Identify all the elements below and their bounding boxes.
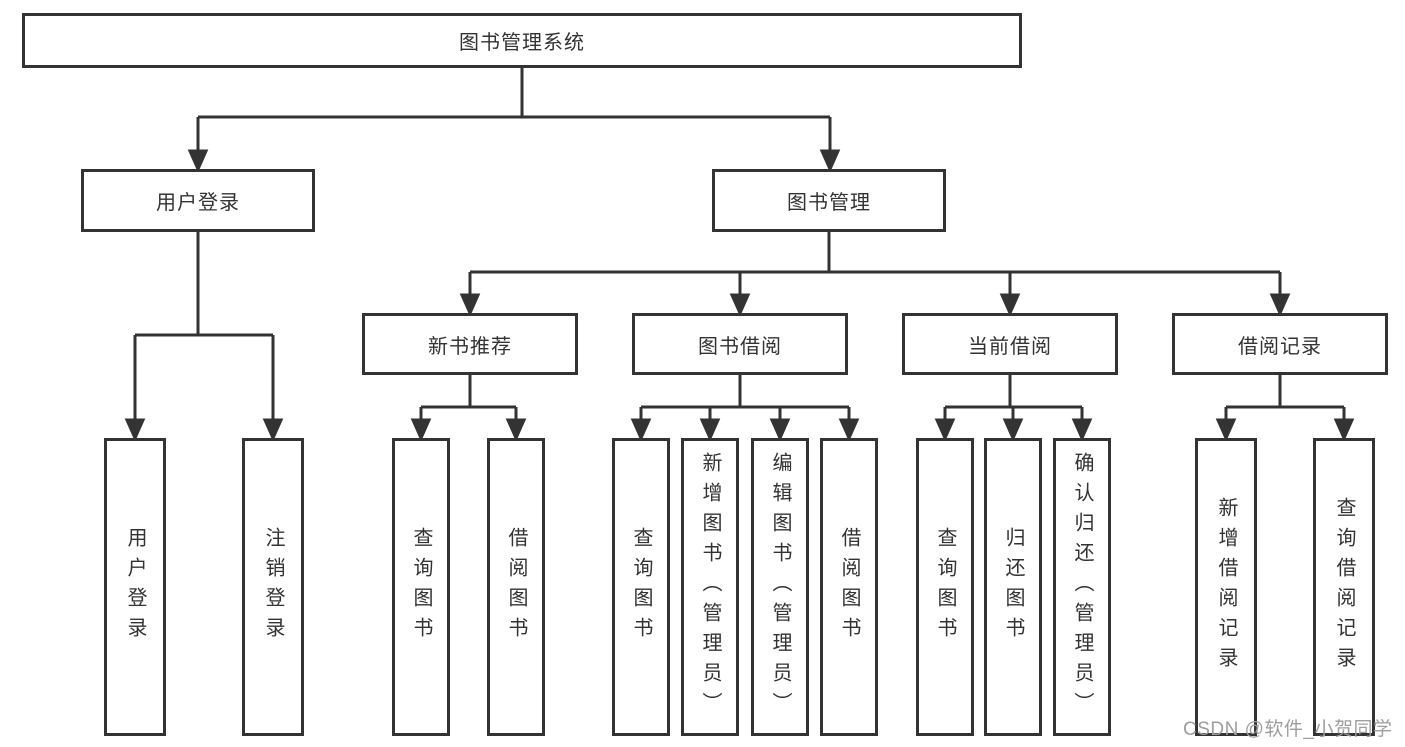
leaf-query-books-current: 查询图书 (916, 438, 974, 736)
node-borrow-records: 借阅记录 (1172, 313, 1388, 375)
node-label: 当前借阅 (968, 335, 1052, 358)
node-label: 用户登录 (124, 527, 146, 647)
node-label: 图书借阅 (698, 335, 782, 358)
edge-root-to-level2 (187, 68, 841, 173)
node-label: 注销登录 (262, 527, 284, 647)
leaf-return-book: 归还图书 (984, 438, 1042, 736)
node-user-login: 用户登录 (81, 169, 315, 232)
node-label: 借阅图书 (838, 527, 860, 647)
edge-new-book-to-leaves (410, 375, 527, 442)
node-label: 新增借阅记录 (1215, 497, 1237, 677)
node-label: 编辑图书（管理员） (769, 452, 791, 722)
node-label: 新书推荐 (428, 335, 512, 358)
node-label: 查询图书 (410, 527, 432, 647)
node-label: 图书管理 (787, 192, 871, 214)
node-label: 确认归还（管理员） (1071, 452, 1093, 722)
csdn-watermark: CSDN @软件_小贺同学 (1183, 719, 1393, 740)
node-label: 查询图书 (934, 527, 956, 647)
leaf-borrow-books-recommend: 借阅图书 (487, 438, 545, 736)
leaf-add-book-admin: 新增图书（管理员） (681, 438, 739, 736)
node-label: 归还图书 (1002, 527, 1024, 647)
leaf-query-books-borrow: 查询图书 (612, 438, 670, 736)
leaf-query-books-recommend: 查询图书 (392, 438, 450, 736)
leaf-edit-book-admin: 编辑图书（管理员） (751, 438, 809, 736)
node-book-management: 图书管理 (712, 169, 946, 232)
node-current-borrow: 当前借阅 (902, 313, 1118, 375)
edge-current-borrow-to-leaves (934, 375, 1093, 442)
node-label: 借阅图书 (505, 527, 527, 647)
leaf-logout: 注销登录 (242, 438, 304, 736)
node-label: 用户登录 (156, 192, 240, 214)
node-label: 新增图书（管理员） (699, 452, 721, 722)
leaf-borrow-books: 借阅图书 (820, 438, 878, 736)
node-label: 借阅记录 (1238, 335, 1322, 358)
leaf-add-borrow-record: 新增借阅记录 (1195, 438, 1257, 736)
node-label: 查询图书 (630, 527, 652, 647)
edge-borrow-records-to-leaves (1215, 375, 1355, 442)
node-root: 图书管理系统 (22, 13, 1022, 68)
edge-user-login-to-leaves (124, 232, 284, 442)
leaf-confirm-return-admin: 确认归还（管理员） (1053, 438, 1111, 736)
edge-book-borrow-to-leaves (630, 375, 860, 442)
node-label: 图书管理系统 (459, 32, 585, 54)
edge-book-mgmt-to-level3 (459, 232, 1291, 317)
node-new-book-recommend: 新书推荐 (362, 313, 578, 375)
node-label: 查询借阅记录 (1333, 497, 1355, 677)
leaf-query-borrow-record: 查询借阅记录 (1313, 438, 1375, 736)
leaf-user-login: 用户登录 (104, 438, 166, 736)
node-book-borrow: 图书借阅 (632, 313, 848, 375)
